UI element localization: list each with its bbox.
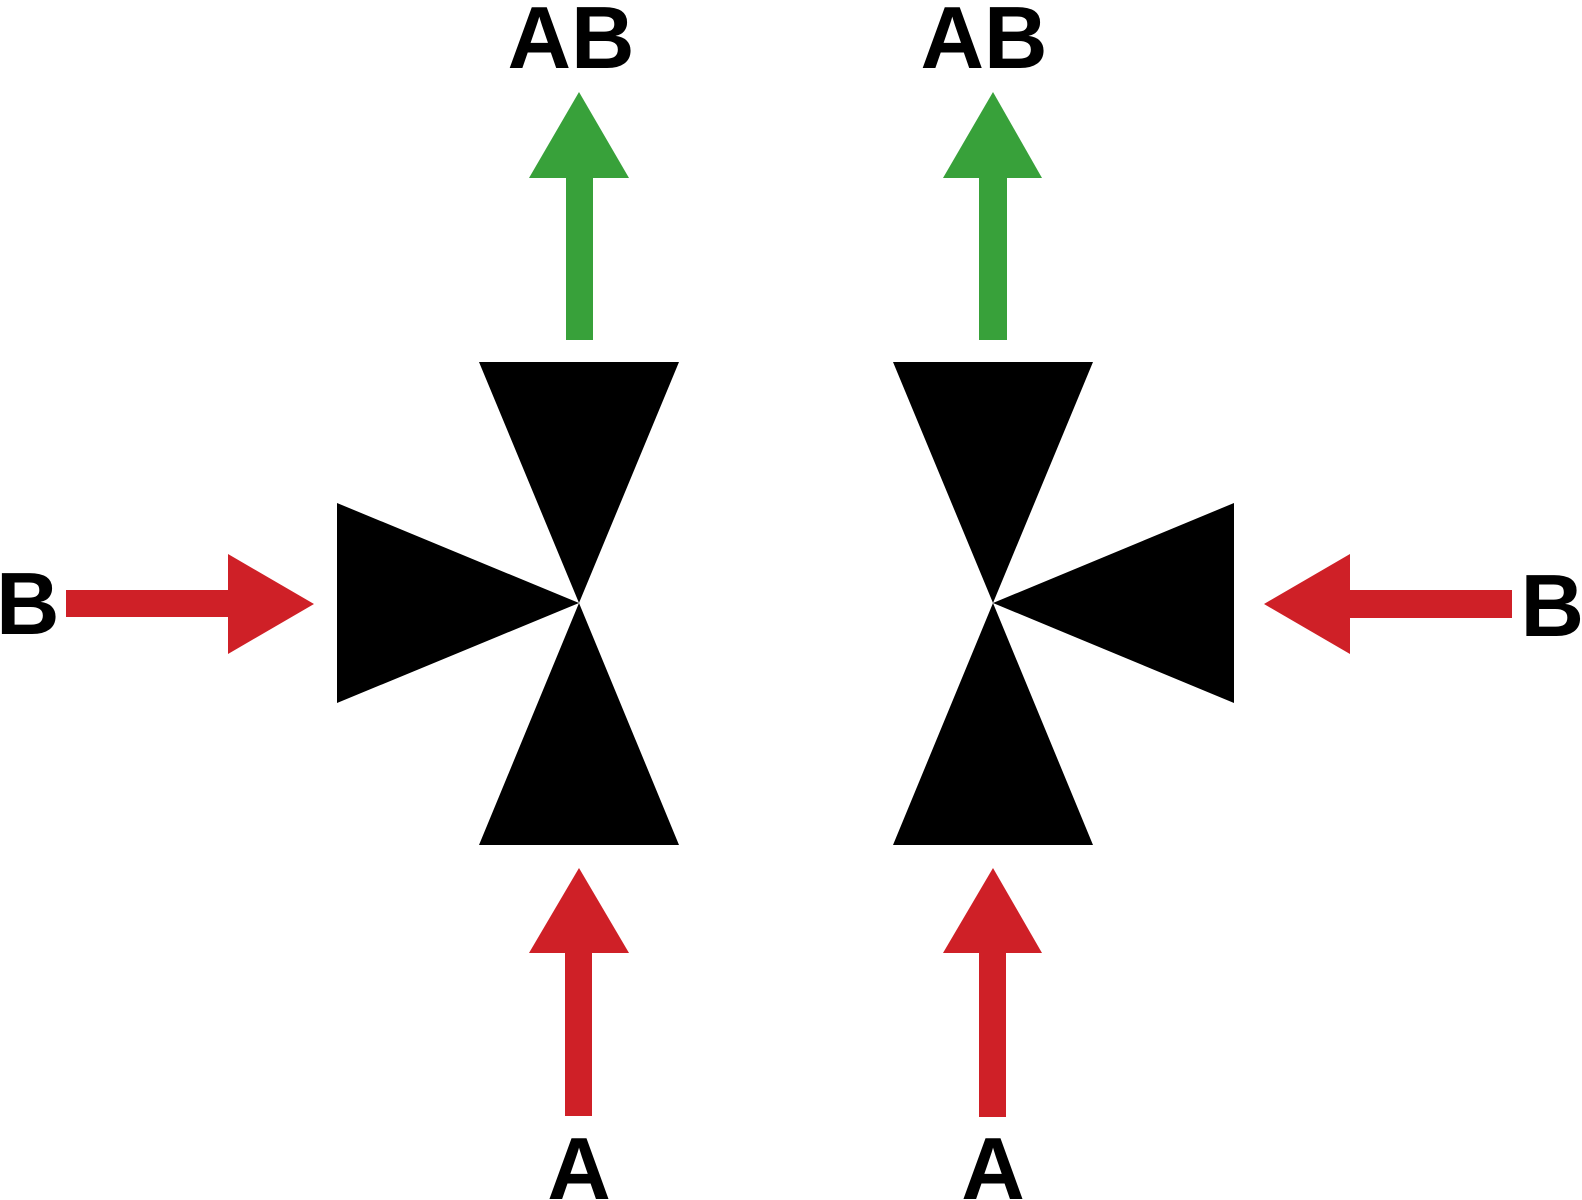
- valve-right-side-inlet-arrow: [1264, 554, 1512, 654]
- bottom-inlet-arrow-shaft: [979, 953, 1006, 1117]
- valve-left-bottom-inlet-label: A: [547, 1119, 611, 1200]
- bottom-inlet-arrow-shaft: [565, 952, 592, 1116]
- valve-right-side-inlet-label: B: [1520, 556, 1582, 655]
- valve-left-top-triangle: [479, 362, 679, 603]
- valve-left: AB B A: [0, 0, 679, 1200]
- valve-right-bottom-inlet-label: A: [961, 1119, 1025, 1200]
- valve-left-outlet-label: AB: [507, 0, 634, 87]
- valve-left-side-inlet-label: B: [0, 554, 60, 653]
- outlet-arrow-shaft: [566, 178, 593, 340]
- outlet-arrow-head: [943, 92, 1042, 178]
- valve-right-outlet-label: AB: [920, 0, 1047, 87]
- side-inlet-arrow-shaft: [66, 590, 229, 617]
- valve-left-side-triangle: [337, 503, 579, 703]
- bottom-inlet-arrow-head: [529, 868, 629, 953]
- side-inlet-arrow-head: [1264, 554, 1350, 654]
- bottom-inlet-arrow-head: [943, 868, 1042, 953]
- outlet-arrow-shaft: [979, 178, 1007, 340]
- valve-right-bottom-triangle: [893, 603, 1093, 845]
- side-inlet-arrow-shaft: [1349, 590, 1512, 618]
- valve-left-outlet-arrow: [529, 92, 629, 340]
- valve-right: AB B A: [893, 0, 1582, 1200]
- valve-right-side-triangle: [993, 503, 1234, 703]
- side-inlet-arrow-head: [228, 554, 314, 654]
- valve-left-bottom-inlet-arrow: [529, 868, 629, 1116]
- valve-left-bottom-triangle: [479, 603, 679, 845]
- valve-left-side-inlet-arrow: [66, 554, 314, 654]
- valve-right-outlet-arrow: [943, 92, 1042, 340]
- outlet-arrow-head: [529, 92, 629, 178]
- valve-right-bottom-inlet-arrow: [943, 868, 1042, 1117]
- valve-right-top-triangle: [893, 362, 1093, 603]
